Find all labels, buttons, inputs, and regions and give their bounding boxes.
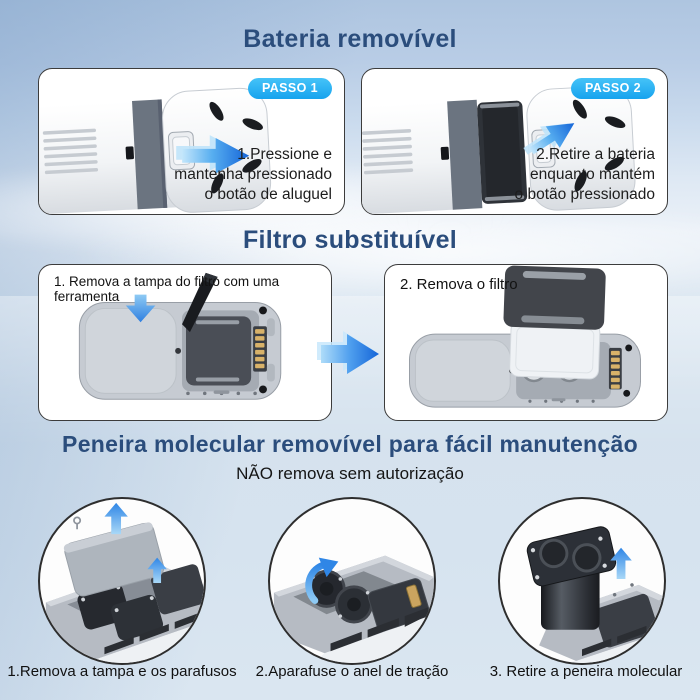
white-filter — [509, 320, 601, 380]
battery-contacts — [253, 326, 267, 372]
screw-icon — [73, 516, 82, 530]
battery-step1-panel: PASSO 1 1.Pressione e mantenha pressiona… — [38, 68, 345, 215]
battery-step1-text: 1.Pressione e mantenha pressionado o bot… — [174, 145, 332, 203]
arrow-right-icon — [317, 331, 379, 374]
battery-bay-opening — [477, 100, 528, 204]
cap-slots — [572, 99, 626, 192]
device-front-face — [312, 614, 434, 663]
filter-cover — [185, 316, 252, 386]
section-sieve-title: Peneira molecular removível para fácil m… — [62, 431, 638, 457]
section-sieve-subtitle: NÃO remova sem autorização — [236, 464, 464, 483]
arrow-right-icon — [176, 135, 250, 174]
sieve-step2-caption: 2.Aparafuse o anel de tração — [255, 663, 449, 680]
sieve-step2-image — [268, 497, 436, 665]
sieve-canister — [526, 526, 617, 630]
sieve-step1-illustration — [45, 502, 204, 663]
latch-notch — [440, 146, 450, 160]
filter-step2-panel: 2. Remova o filtro — [384, 264, 668, 421]
sieve-step3-caption: 3. Retire a peneira molecular — [489, 663, 683, 680]
battery-step2-illustration — [362, 85, 636, 214]
arrow-up-icon — [610, 547, 632, 580]
filter-cover-lifted — [503, 265, 606, 330]
section-filter-title: Filtro substituível — [242, 226, 458, 254]
pry-tool — [182, 272, 218, 333]
arrow-down-icon — [125, 294, 156, 323]
rotate-cw-icon — [305, 557, 339, 604]
vent-slats — [104, 613, 199, 655]
sieve-step2-illustration — [273, 555, 434, 663]
battery-seam-band — [132, 99, 168, 210]
lifted-cover — [63, 522, 165, 597]
sieve-step1-caption: 1.Remova a tampa e os parafusos — [7, 663, 237, 680]
battery-seam-band — [447, 99, 483, 210]
sieve-step3-image — [498, 497, 666, 665]
filter-step2-label: 2. Remova o filtro — [400, 276, 518, 293]
latch-notch — [125, 146, 134, 160]
arrow-up-icon — [147, 557, 167, 583]
sieve-step3-illustration — [526, 526, 664, 663]
passo-2-badge: PASSO 2 — [570, 78, 655, 99]
vent-grille — [362, 129, 414, 175]
filter-step1-illustration — [78, 272, 282, 400]
cap-slots — [209, 101, 263, 194]
battery-cover — [414, 339, 511, 402]
device-front-face — [84, 622, 204, 663]
arrow-up-right-icon — [523, 123, 575, 155]
battery-step2-panel: PASSO 2 2.Retire a bateria enquanto mant… — [361, 68, 668, 215]
device-front-face — [564, 631, 664, 663]
vent-slats — [582, 625, 647, 657]
vent-slats — [330, 607, 429, 652]
vent-grille — [42, 128, 99, 175]
section-battery-title: Bateria removível — [243, 25, 457, 53]
sieve-modules — [77, 564, 204, 641]
device-back — [78, 302, 282, 400]
arrow-up-icon — [104, 502, 128, 535]
battery-contacts — [608, 347, 622, 390]
battery-cover — [84, 307, 177, 394]
battery-step1-illustration — [39, 87, 272, 214]
filter-step1-panel: 1. Remova a tampa do filtro com uma ferr… — [38, 264, 332, 421]
filter-step2-illustration — [409, 265, 642, 408]
battery-step2-text: 2.Retire a bateria enquanto mantém o bot… — [514, 145, 655, 203]
sieve-step1-image — [38, 497, 206, 665]
sieve-rings — [307, 569, 373, 624]
filter-step1-label: 1. Remova a tampa do filtro com uma ferr… — [54, 274, 280, 304]
passo-1-badge: PASSO 1 — [247, 78, 332, 99]
